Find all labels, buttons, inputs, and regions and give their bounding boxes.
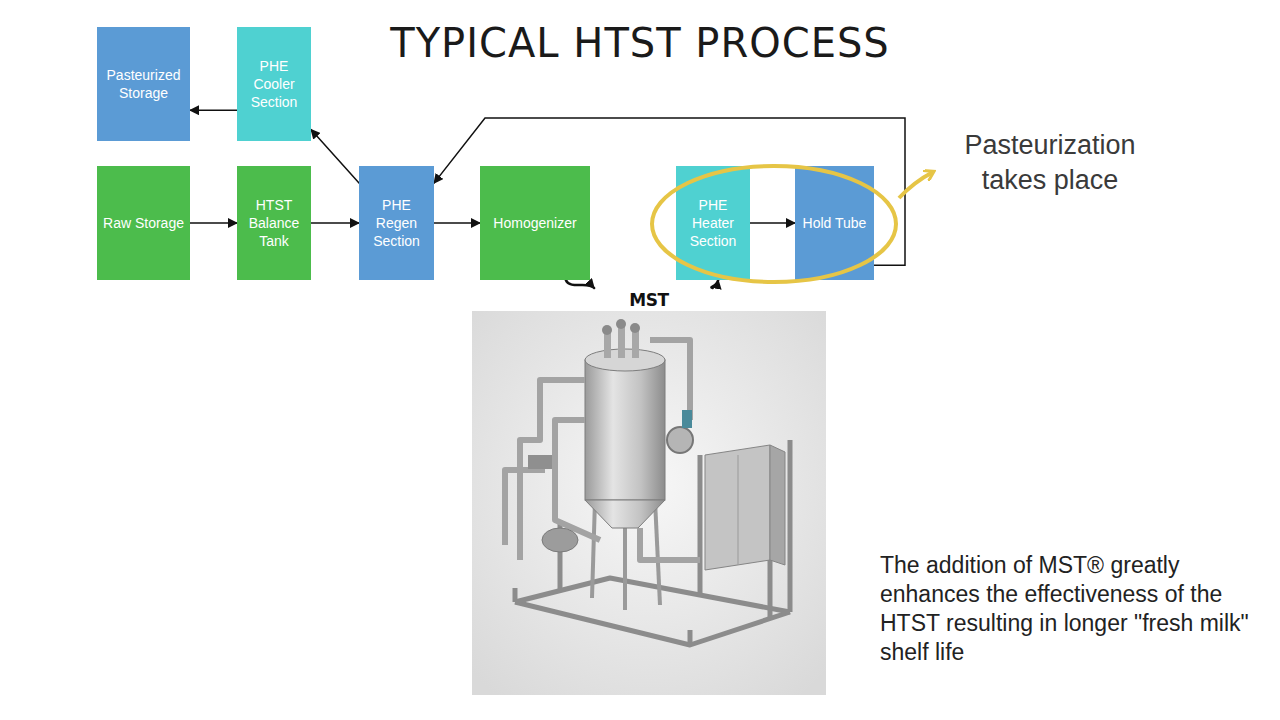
photo-ground (472, 311, 826, 695)
flow-arrow (311, 222, 359, 224)
box-label: PHE Regen Section (363, 196, 430, 251)
callout-arrow (899, 172, 933, 198)
curved-arrow (711, 280, 718, 288)
box-label: Hold Tube (803, 214, 867, 232)
box-label: HTST Balance Tank (241, 196, 307, 251)
flow-arrow (190, 222, 237, 224)
box-label: Homogenizer (493, 214, 576, 232)
flow-arrow (434, 222, 480, 224)
flow-arrow (190, 109, 237, 111)
control-panel (705, 445, 785, 570)
flow-arrow (311, 130, 359, 184)
process-box: PHE Heater Section (676, 166, 750, 280)
caption-note: The addition of MST® greatly enhances th… (880, 551, 1252, 667)
box-label: PHE Heater Section (680, 196, 746, 251)
process-box: HTST Balance Tank (237, 166, 311, 280)
process-box: Homogenizer (480, 166, 590, 280)
pipework (505, 340, 700, 560)
valves (528, 410, 693, 552)
tank (585, 319, 665, 610)
process-box: Hold Tube (795, 166, 874, 280)
highlight-ellipse (652, 166, 896, 282)
process-box: PHE Cooler Section (237, 27, 311, 141)
storage-box: Raw Storage (97, 166, 190, 280)
equipment-name: MST (629, 290, 668, 310)
callout-note: Pasteurization takes place (945, 128, 1155, 198)
flow-arrow (750, 222, 795, 224)
box-label: Raw Storage (103, 214, 184, 232)
curved-arrow (566, 280, 594, 288)
box-label: Pasteurized Storage (101, 66, 186, 102)
diagram-title: TYPICAL HTST PROCESS (390, 20, 890, 66)
box-label: PHE Cooler Section (241, 57, 307, 112)
equipment-frame: MST (472, 288, 826, 695)
process-box: PHE Regen Section (359, 166, 434, 280)
storage-box: Pasteurized Storage (97, 27, 190, 141)
